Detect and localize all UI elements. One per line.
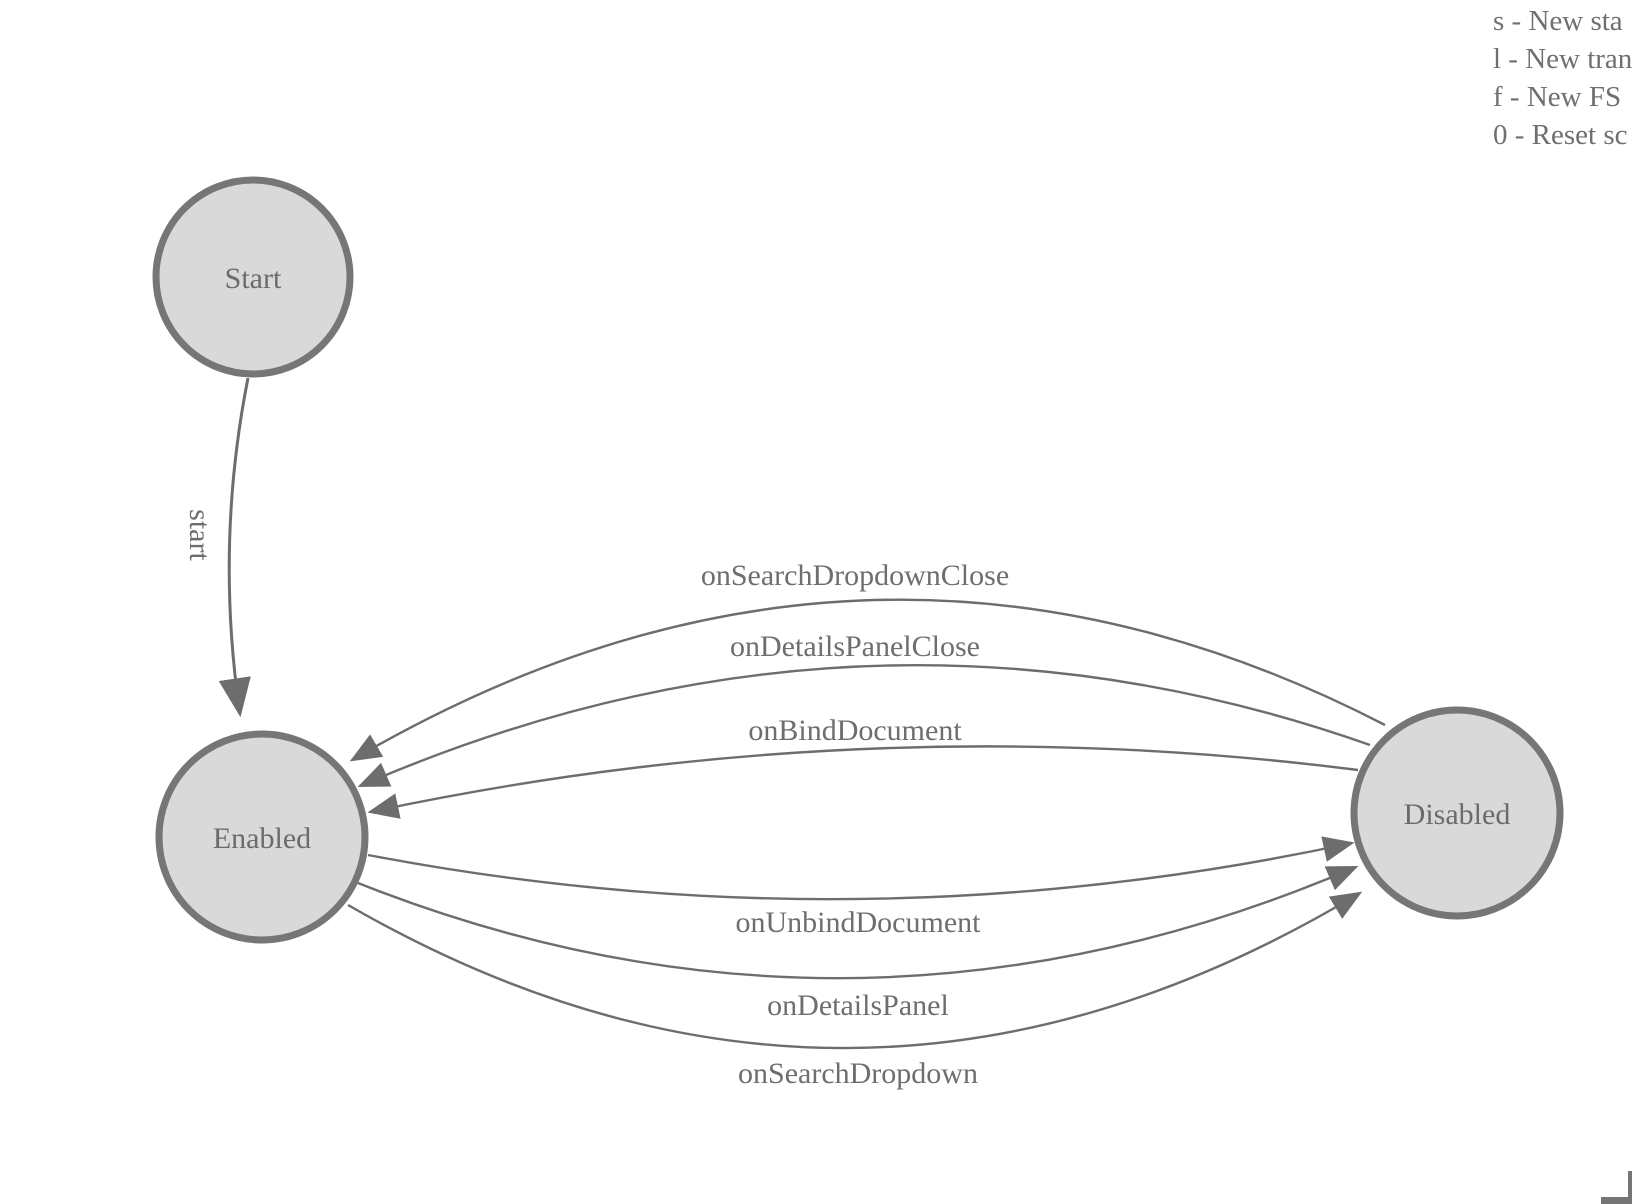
edge-on-search-dropdown[interactable] xyxy=(347,891,1363,1050)
edge-on-bind-document[interactable] xyxy=(367,745,1359,819)
edge-label-on-search-dropdown-close: onSearchDropdownClose xyxy=(701,559,1009,592)
state-circle-start[interactable] xyxy=(152,176,354,378)
transition-edges xyxy=(218,377,1386,1050)
edge-on-unbind-document[interactable] xyxy=(367,836,1355,901)
legend-line-new-transition: l - New tran xyxy=(1493,43,1632,75)
edge-label-on-bind-document: onBindDocument xyxy=(748,714,962,747)
legend-line-reset: 0 - Reset sc xyxy=(1493,119,1628,151)
state-node-enabled[interactable]: Enabled xyxy=(155,730,369,944)
corner-handle-horizontal-bar xyxy=(1601,1197,1632,1204)
state-circle-disabled[interactable] xyxy=(1350,706,1564,920)
state-label-disabled: Disabled xyxy=(1404,798,1511,831)
state-node-disabled[interactable]: Disabled xyxy=(1350,706,1564,920)
state-circle-enabled[interactable] xyxy=(155,730,369,944)
edge-on-search-dropdown-close[interactable] xyxy=(349,598,1386,762)
edge-label-on-details-panel: onDetailsPanel xyxy=(767,989,949,1022)
edge-on-details-panel-close[interactable] xyxy=(357,664,1371,788)
legend-line-new-state: s - New sta xyxy=(1493,5,1623,37)
state-label-enabled: Enabled xyxy=(213,822,311,855)
state-label-start: Start xyxy=(225,262,282,295)
edge-start-to-enabled[interactable] xyxy=(218,377,251,718)
hotkey-legend: s - New sta l - New tran f - New FS 0 - … xyxy=(1493,2,1632,154)
edge-label-on-details-panel-close: onDetailsPanelClose xyxy=(730,630,980,663)
edge-label-on-search-dropdown: onSearchDropdown xyxy=(738,1057,978,1090)
state-node-start[interactable]: Start xyxy=(152,176,354,378)
state-nodes: Start Enabled Disabled xyxy=(152,176,1564,944)
canvas-corner-handle[interactable] xyxy=(1601,1171,1632,1204)
edge-on-details-panel[interactable] xyxy=(357,865,1359,980)
edge-label-on-unbind-document: onUnbindDocument xyxy=(736,906,982,939)
transition-labels: start onSearchDropdownClose onDetailsPan… xyxy=(183,509,1009,1090)
edge-label-start: start xyxy=(183,509,216,561)
legend-line-new-fsm: f - New FS xyxy=(1493,81,1622,113)
corner-handle-vertical-bar xyxy=(1628,1171,1632,1204)
